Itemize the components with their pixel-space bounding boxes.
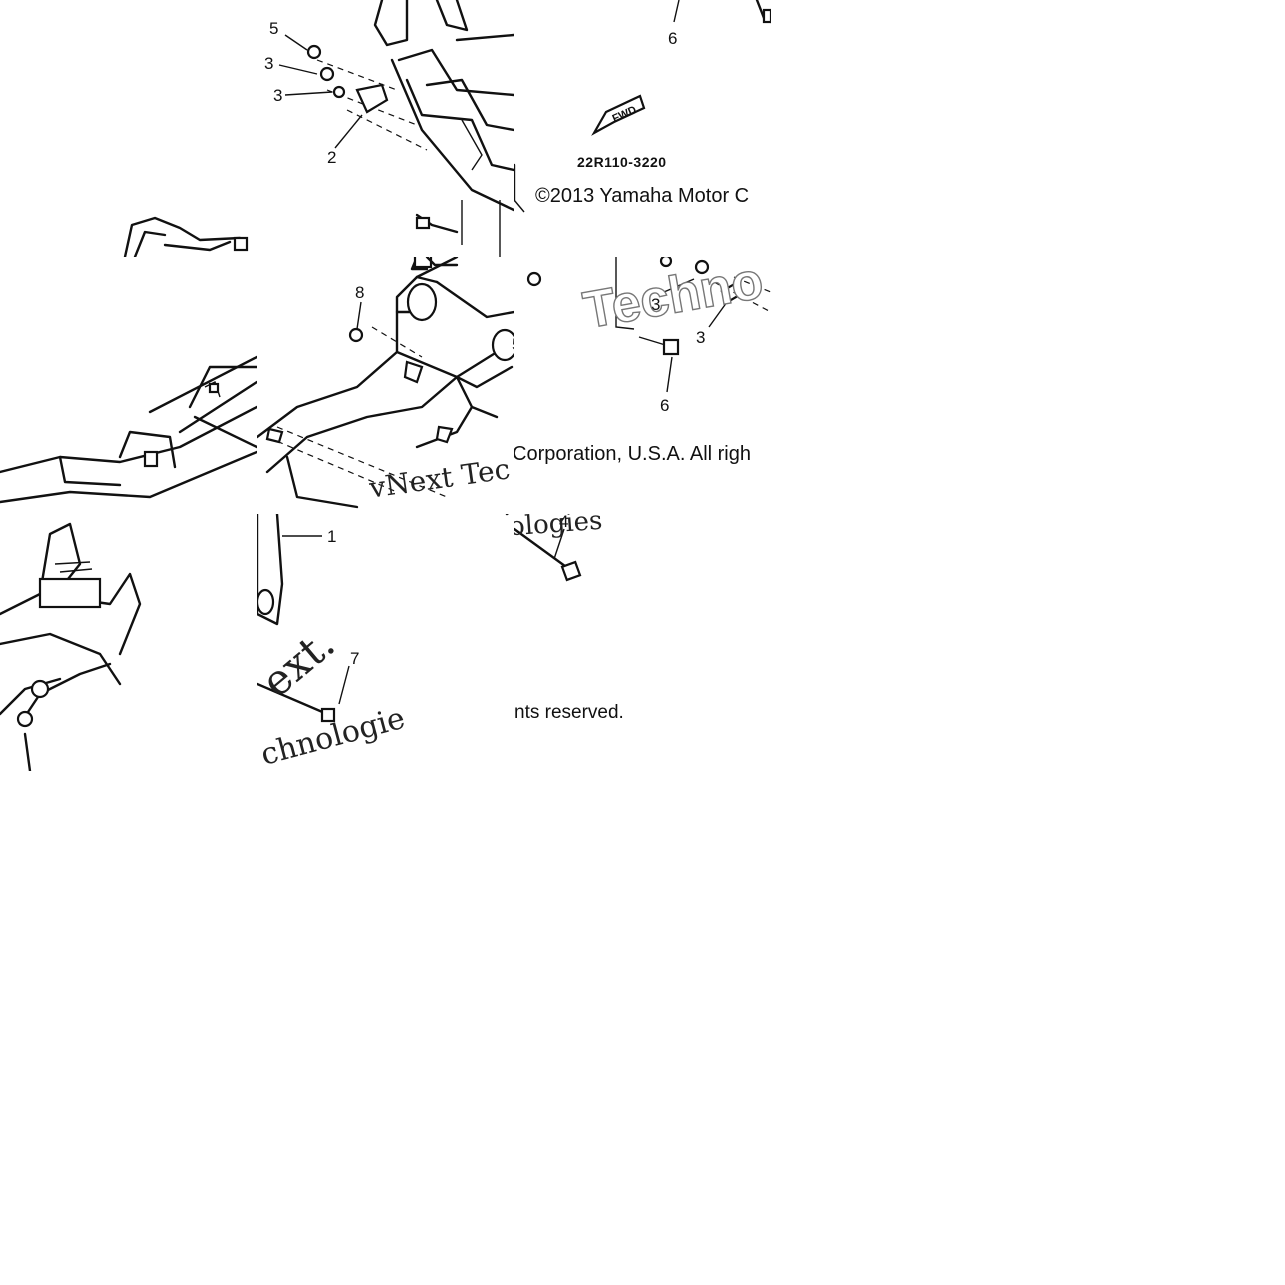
diagram-tile-center: 8 5 vNext Tec [257,257,514,514]
diagram-tile-top-left [0,0,257,257]
callout-5: 5 [512,335,514,354]
diagram-tile-middle-right: 3 3 6 Techno Corporation, U.S.A. All rig… [514,257,771,514]
callout-5: 5 [269,19,278,38]
diagram-tile-middle-left [0,257,257,514]
diagram-tile-bottom-center: 1 7 ext. chnologie [257,514,514,771]
callout-4: 4 [559,514,568,531]
callout-3: 3 [651,295,660,314]
part-code: 22R110-3220 [577,154,667,170]
callout-3: 3 [273,86,282,105]
fwd-arrow-icon [591,94,646,136]
diagram-tile-bottom-left [0,514,257,771]
callout-2: 2 [327,148,336,167]
diagram-tile-top-right: 6 FWD 22R110-3220 ©2013 Yamaha Motor C [514,0,771,257]
copyright-segment: nts reserved. [514,702,624,723]
callout-8: 8 [355,283,364,302]
callout-1: 1 [327,527,336,546]
copyright-segment: ©2013 Yamaha Motor C [535,185,750,207]
callout-6: 6 [660,396,669,415]
callout-7: 7 [350,649,359,668]
callout-6: 6 [668,29,677,48]
copyright-segment: Corporation, U.S.A. All righ [514,443,751,465]
diagram-tile-bottom-right: 4 ologies nts reserved. [514,514,771,771]
callout-3: 3 [264,54,273,73]
diagram-tile-top-center: 5 3 3 2 [257,0,514,257]
callout-3: 3 [696,328,705,347]
frame-upper-drawing: 5 3 3 2 [264,0,514,257]
